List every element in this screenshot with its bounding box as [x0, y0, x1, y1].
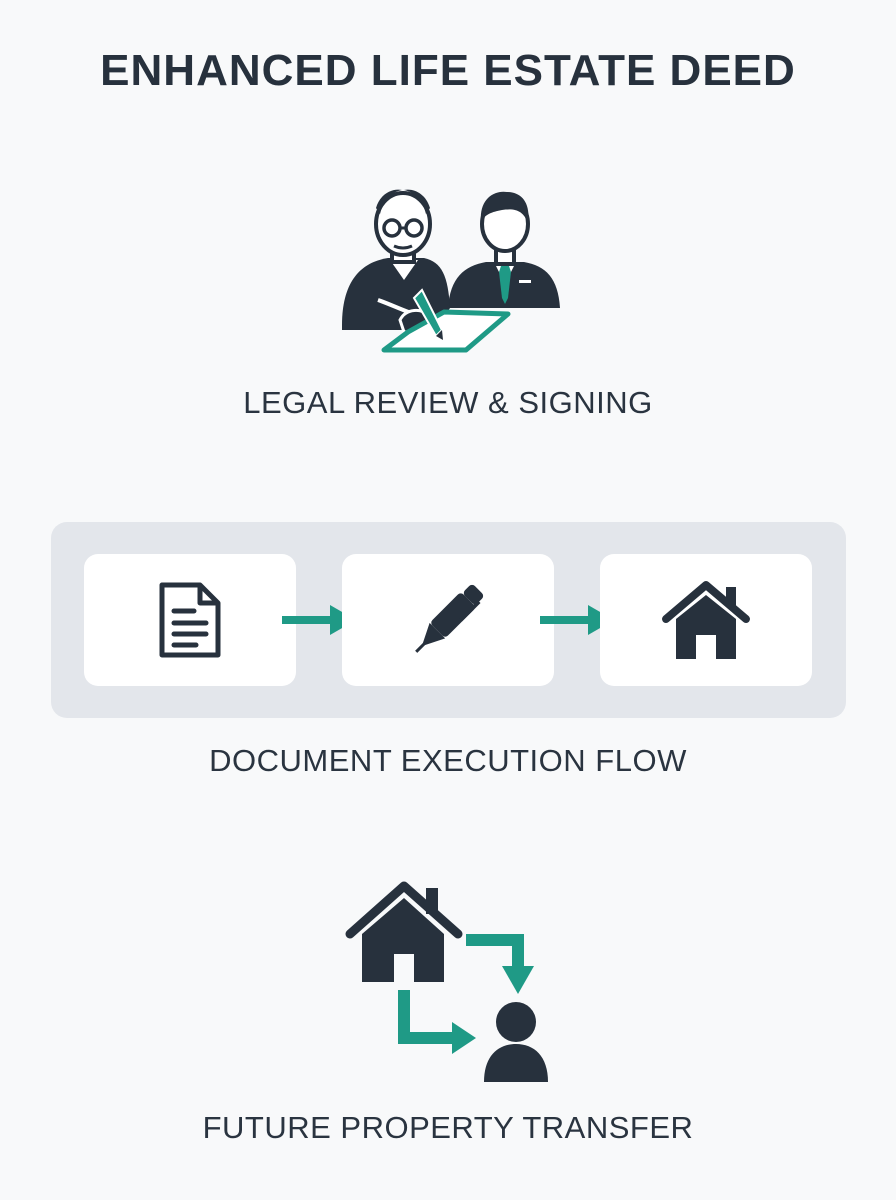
- flow-step-document: [84, 554, 296, 686]
- page-title: ENHANCED LIFE ESTATE DEED: [100, 46, 796, 95]
- section-label-flow: DOCUMENT EXECUTION FLOW: [209, 743, 687, 778]
- flow-step-sign: [342, 554, 554, 686]
- document-icon: [159, 582, 221, 658]
- execution-flow-panel: [51, 522, 846, 718]
- house-icon: [345, 881, 463, 982]
- elder-figure: [342, 189, 450, 334]
- person-icon: [484, 1002, 548, 1082]
- elder-and-attorney-signing-icon: [342, 189, 560, 353]
- flow-step-property: [600, 554, 812, 686]
- transfer-arrow-icon: [466, 934, 534, 994]
- transfer-arrow-icon: [398, 990, 476, 1054]
- attorney-figure: [448, 191, 560, 308]
- section-label-transfer: FUTURE PROPERTY TRANSFER: [202, 1110, 694, 1145]
- house-to-person-transfer-icon: [345, 881, 548, 1082]
- pen-icon: [415, 584, 484, 653]
- house-icon: [662, 581, 750, 659]
- pen-icon: [412, 288, 444, 340]
- section-label-signing: LEGAL REVIEW & SIGNING: [243, 385, 653, 420]
